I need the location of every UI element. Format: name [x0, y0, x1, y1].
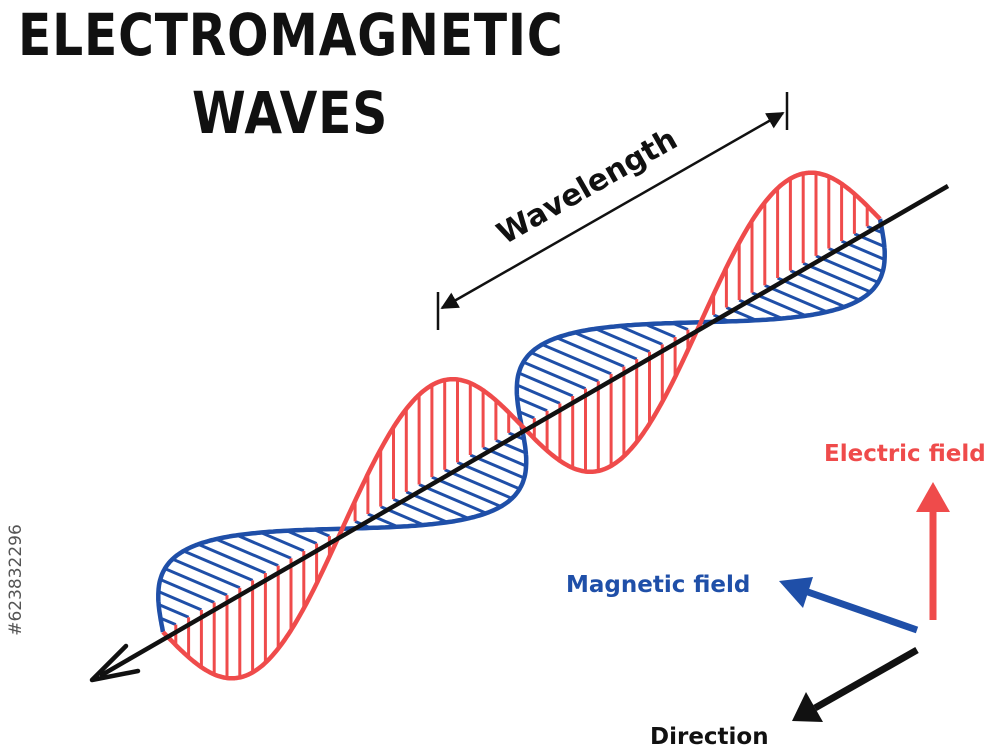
title-line-2: WAVES: [192, 79, 389, 147]
title-line-1: ELECTROMAGNETIC: [18, 1, 564, 69]
magnetic-hatch-line: [777, 276, 846, 309]
magnetic-hatch-line: [286, 529, 318, 545]
magnetic-hatch-line: [197, 542, 266, 575]
magnetic-hatch-line: [431, 475, 502, 508]
stock-id-text: #623832296: [6, 524, 26, 636]
magnetic-hatch-line: [157, 590, 202, 612]
magnetic-hatch-line: [595, 327, 651, 354]
arrow-up-left-icon: [779, 577, 813, 608]
magnetic-hatch-line: [444, 468, 513, 500]
magnetic-hatch-line: [159, 578, 215, 604]
magnetic-hatch-line: [516, 396, 548, 413]
magnetic-hatch-line: [618, 324, 663, 346]
wavelength-dimension-line: [440, 111, 785, 310]
magnetic-hatch-line: [236, 533, 292, 560]
magnetic-hatch-line: [802, 261, 871, 294]
propagation-axis: [98, 184, 950, 678]
stock-id-watermark: #623832296: [6, 500, 26, 660]
magnetic-field-arrow-shaft: [803, 587, 919, 634]
arrow-up-icon: [916, 482, 950, 512]
magnetic-hatch-line: [158, 603, 190, 619]
magnetic-hatch-line: [828, 247, 884, 273]
direction-arrow-shaft: [813, 646, 919, 712]
electric-field-label: Electric field: [824, 441, 986, 467]
magnetic-hatch-line: [530, 351, 599, 383]
magnetic-hatch-line: [815, 254, 879, 284]
magnetic-hatch-line: [541, 343, 612, 376]
magnetic-hatch-line: [172, 557, 241, 590]
magnetic-hatch-line: [405, 490, 469, 520]
magnetic-hatch-line: [644, 322, 676, 339]
arrow-down-left-icon: [792, 692, 823, 722]
axis-arrow-head-icon: [89, 643, 141, 683]
magnetic-field-label: Magnetic field: [566, 572, 750, 598]
magnetic-hatch-line: [764, 284, 828, 314]
magnetic-hatch-line: [456, 461, 521, 491]
magnetic-hatch-line: [159, 616, 177, 626]
magnetic-hatch-line: [522, 360, 587, 390]
magnetic-hatch-line: [164, 567, 228, 597]
magnetic-hatch-line: [260, 531, 305, 553]
magnetic-hatch-line: [574, 331, 638, 361]
magnetic-hatch-line: [215, 537, 279, 567]
magnetic-hatch-line: [516, 383, 561, 405]
magnetic-hatch-line: [183, 549, 254, 582]
magnetic-hatch-line: [518, 371, 574, 398]
magnetic-field-hatch: [157, 225, 886, 626]
magnetic-hatch-line: [556, 336, 625, 368]
magnetic-hatch-line: [518, 410, 535, 420]
direction-label: Direction: [650, 724, 769, 747]
magnetic-hatch-line: [789, 269, 860, 302]
electric-field-wave: [161, 170, 882, 681]
magnetic-hatch-line: [418, 483, 487, 515]
